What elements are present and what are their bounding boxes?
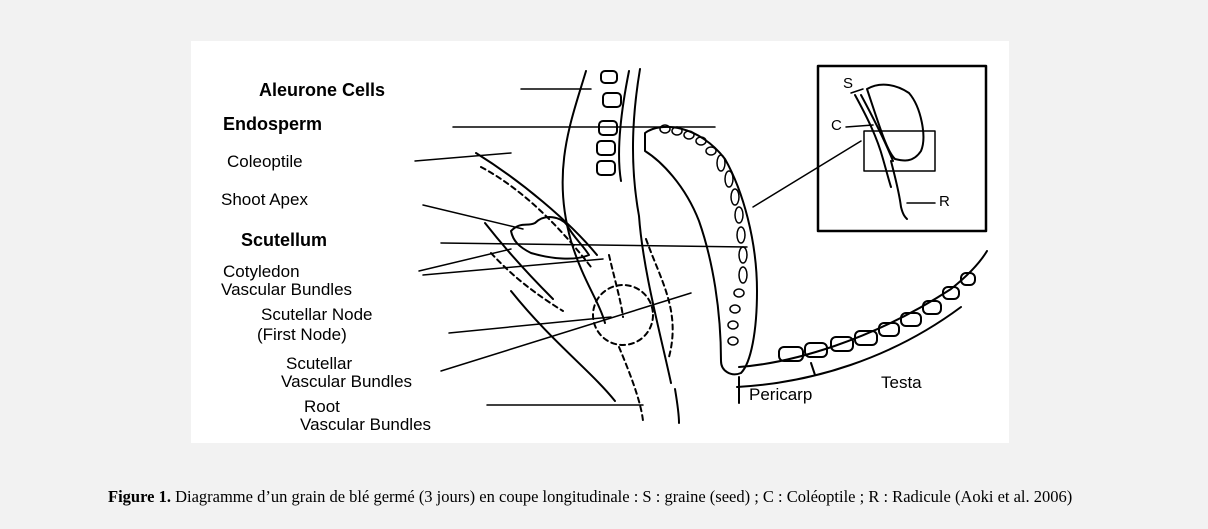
inset-label-c: C bbox=[831, 117, 842, 134]
vascular-dashed-2 bbox=[646, 239, 673, 357]
inset-radicule bbox=[891, 161, 907, 219]
testa-tick bbox=[811, 363, 815, 375]
label-coleoptile: Coleoptile bbox=[227, 152, 303, 171]
label-shoot-apex: Shoot Apex bbox=[221, 190, 308, 209]
figure-panel: Aleurone Cells Endosperm Coleoptile Shoo… bbox=[191, 41, 1009, 443]
inset-label-s: S bbox=[843, 75, 853, 92]
label-scutellar-node-1: Scutellar Node bbox=[261, 305, 373, 324]
label-cotyledon-1: Cotyledon bbox=[223, 262, 300, 281]
label-root-vb-1: Root bbox=[304, 397, 340, 416]
cotyledon-line bbox=[485, 223, 553, 299]
aleurone-layer-left bbox=[563, 71, 605, 323]
caption-text: Diagramme d’un grain de blé germé (3 jou… bbox=[171, 487, 1072, 506]
label-pericarp: Pericarp bbox=[749, 385, 812, 404]
pericarp-line bbox=[739, 251, 987, 367]
root-vascular-dashed bbox=[619, 347, 643, 421]
label-scutellar-node-2: (First Node) bbox=[257, 325, 347, 344]
coleoptile-outline bbox=[476, 153, 597, 255]
grain-outline-right bbox=[675, 389, 679, 423]
figure-caption: Figure 1. Diagramme d’un grain de blé ge… bbox=[108, 487, 1198, 507]
caption-label: Figure 1. bbox=[108, 487, 171, 506]
label-scutellum: Scutellum bbox=[241, 231, 327, 250]
inset-coleoptile-2 bbox=[861, 95, 893, 161]
label-scutellar-vb-2: Vascular Bundles bbox=[281, 372, 412, 391]
testa-line bbox=[737, 307, 961, 387]
label-endosperm: Endosperm bbox=[223, 115, 322, 134]
aleurone-layer-right bbox=[619, 71, 629, 181]
label-root-vb-2: Vascular Bundles bbox=[300, 415, 431, 434]
label-cotyledon-2: Vascular Bundles bbox=[221, 280, 352, 299]
endosperm-curve bbox=[633, 69, 671, 383]
cotyledon-dashed bbox=[491, 253, 563, 311]
aleurone-cells bbox=[597, 71, 621, 175]
label-scutellar-vb-1: Scutellar bbox=[286, 354, 352, 373]
inset-c-leader bbox=[846, 125, 873, 127]
label-testa: Testa bbox=[881, 373, 922, 392]
label-aleurone-cells: Aleurone Cells bbox=[259, 81, 385, 100]
shoot-apex-outline bbox=[511, 217, 589, 259]
inset-label-r: R bbox=[939, 193, 950, 210]
